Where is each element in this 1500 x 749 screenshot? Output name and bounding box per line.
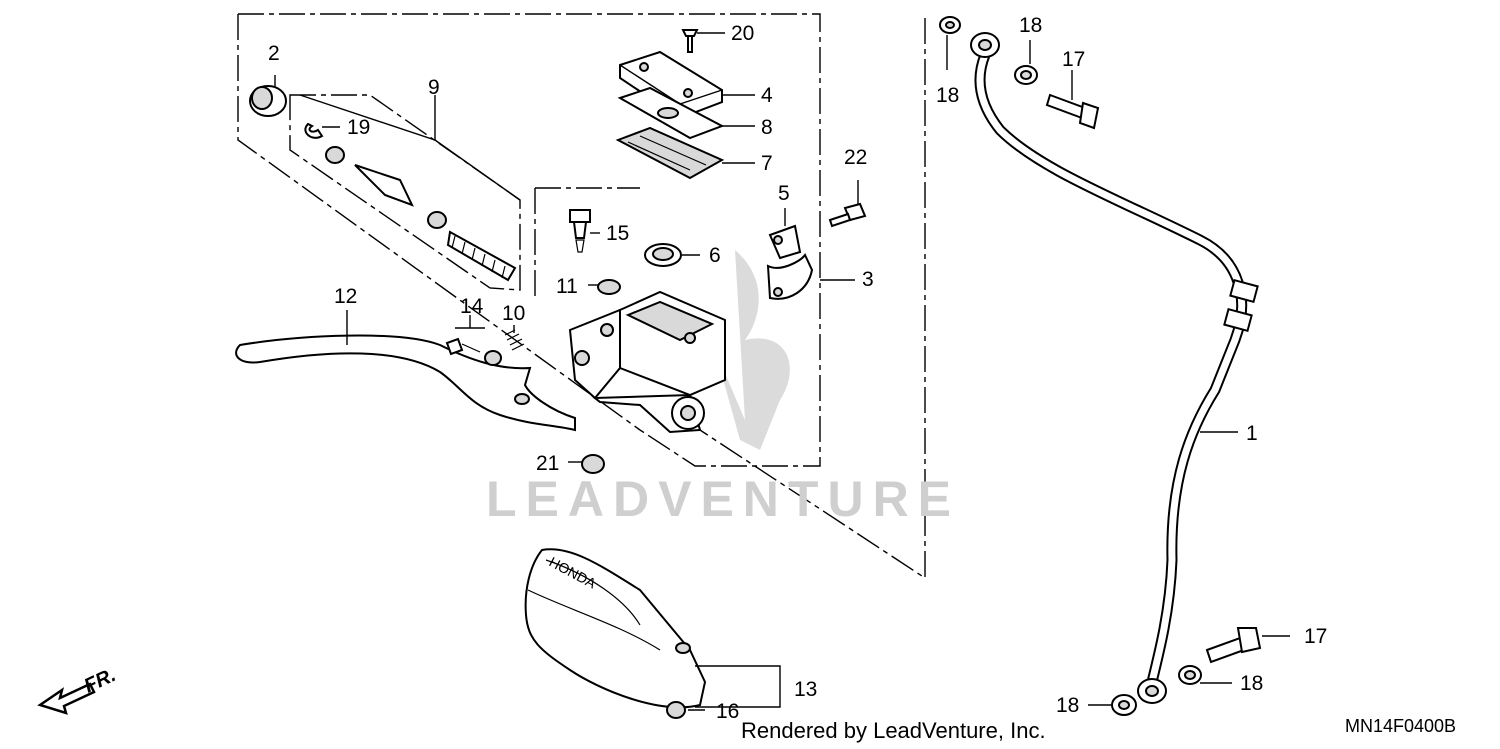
callout-15: 15: [606, 222, 629, 245]
callout-17-top: 17: [1062, 48, 1085, 71]
callout-22: 22: [844, 146, 867, 169]
part-lever: [235, 310, 576, 432]
callout-10: 10: [502, 302, 525, 325]
callout-21: 21: [536, 452, 559, 475]
part-bolt-22: [828, 180, 867, 228]
watermark-text: LEADVENTURE: [486, 471, 961, 527]
callout-13: 13: [794, 678, 817, 701]
watermark-logo: [715, 250, 800, 450]
render-credit: Rendered by LeadVenture, Inc.: [741, 718, 1046, 743]
part-circlip: [304, 122, 340, 139]
callout-14: 14: [460, 295, 484, 318]
callout-20: 20: [731, 22, 754, 45]
part-screw-20: [681, 29, 725, 53]
part-washer-18b: [1014, 40, 1038, 85]
callout-1: 1: [1246, 422, 1258, 445]
part-handguard: [524, 548, 781, 709]
part-cap-11: [588, 279, 621, 295]
diagram-code: MN14F0400B: [1345, 716, 1457, 736]
callout-6: 6: [709, 244, 721, 267]
part-washer-18a: [939, 16, 961, 70]
callout-18-bottom-left: 18: [1056, 694, 1079, 717]
part-cap-21: [568, 454, 605, 474]
callout-4: 4: [761, 84, 773, 107]
callout-18-top-left: 18: [936, 84, 959, 107]
part-bolt-15: [569, 209, 600, 253]
part-washer-18d: [1088, 694, 1137, 716]
part-washer-18c: [1178, 665, 1232, 685]
part-plate: [617, 86, 755, 140]
part-master-cylinder: [568, 290, 726, 434]
callout-19: 19: [347, 116, 370, 139]
part-bolt-17a: [1045, 70, 1100, 130]
assembly-boundary: [237, 13, 926, 580]
part-brake-hose: [970, 32, 1259, 704]
callout-17-bottom: 17: [1304, 625, 1327, 648]
part-diaphragm: [615, 126, 755, 180]
part-seal-ring: [644, 243, 700, 267]
callout-12: 12: [334, 285, 357, 308]
callout-5: 5: [778, 182, 790, 205]
callout-2: 2: [268, 42, 280, 65]
part-reservoir-cap: [619, 50, 755, 120]
callout-7: 7: [761, 152, 773, 175]
part-spring-10: [504, 325, 525, 351]
part-holder: [766, 208, 814, 300]
part-screw-16: [666, 701, 705, 719]
callout-3: 3: [862, 268, 874, 291]
part-pivot-bolt: [445, 315, 502, 366]
part-boot: [249, 75, 287, 117]
part-bolt-17b: [1205, 627, 1290, 664]
callout-8: 8: [761, 116, 773, 139]
callout-18-bottom-right: 18: [1240, 672, 1263, 695]
callout-11: 11: [556, 275, 578, 298]
callout-16: 16: [716, 700, 739, 723]
part-piston-set: [299, 94, 521, 282]
callouts: 1 2 3 4 5 6 7 8 9 10 11 12 13 14 15 16 1…: [268, 14, 1327, 723]
callout-9: 9: [428, 76, 440, 99]
callout-18-top-right: 18: [1019, 14, 1042, 37]
direction-arrow-icon: [37, 682, 96, 715]
